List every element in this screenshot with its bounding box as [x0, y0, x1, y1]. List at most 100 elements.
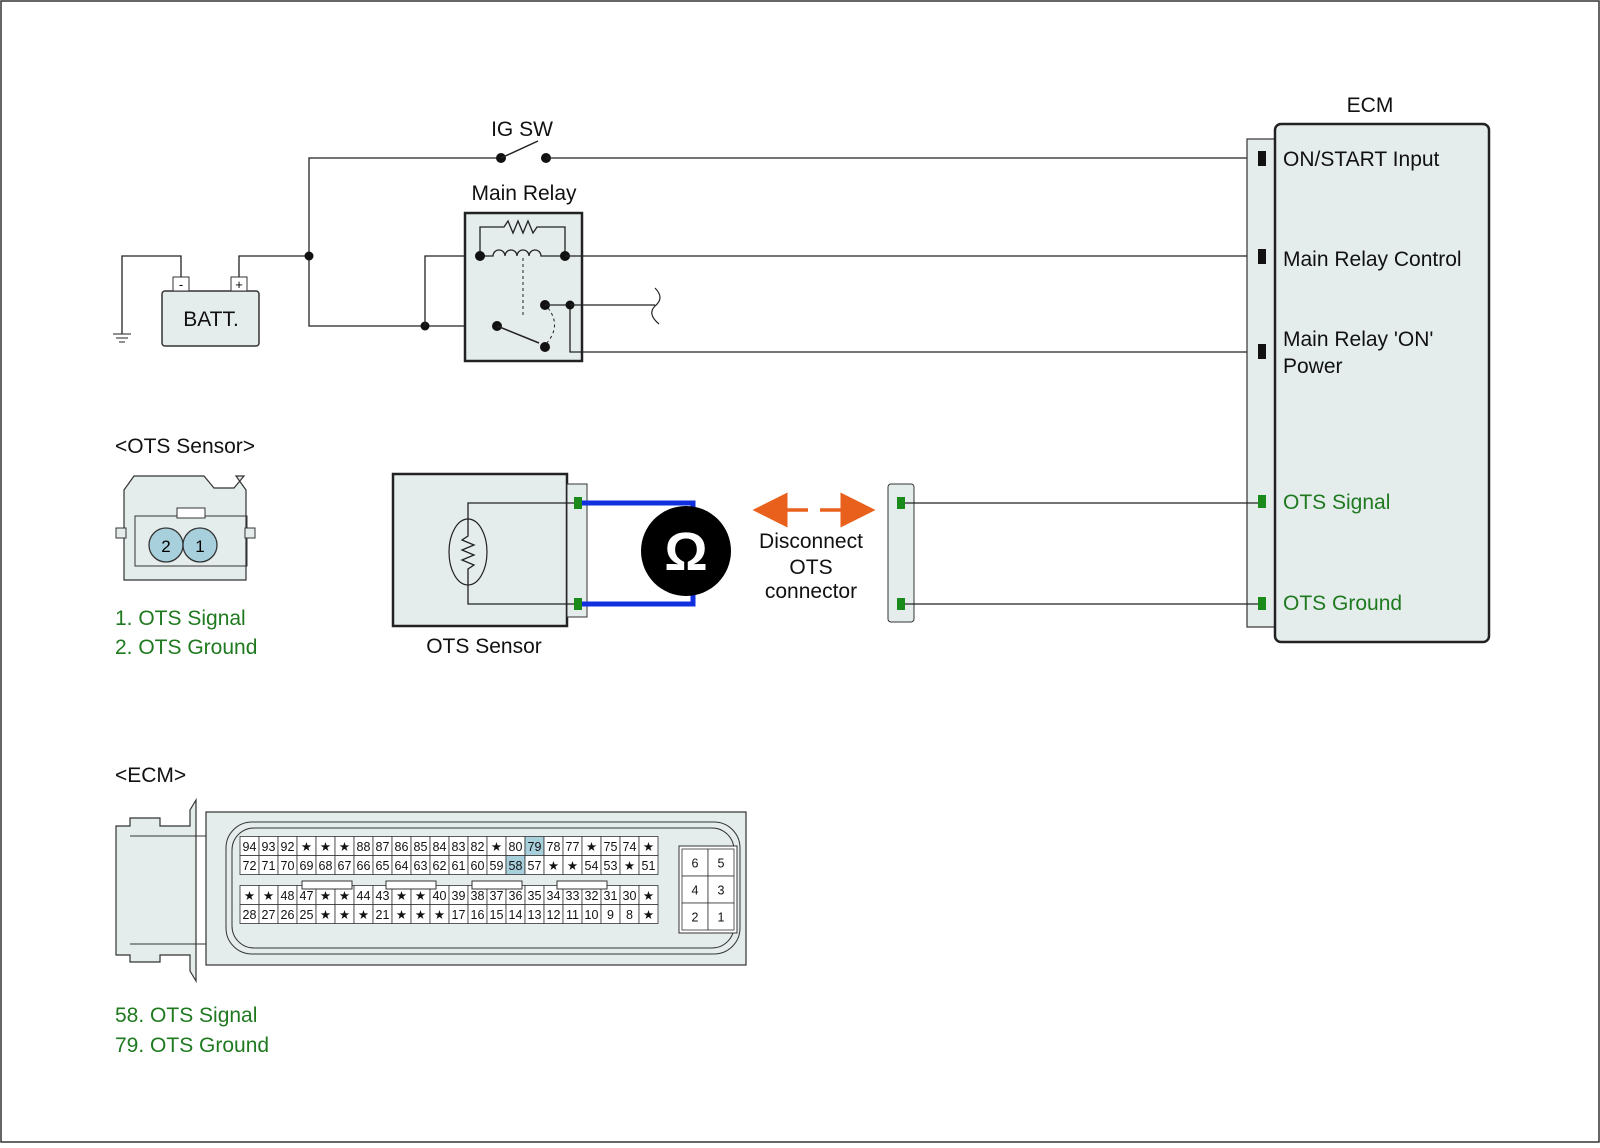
ecm-pin-label: ★	[643, 908, 654, 922]
ecm-title: ECM	[1347, 94, 1394, 117]
disconnect-text-line1: Disconnect	[759, 530, 863, 553]
wire-to-ig-sw	[308, 157, 500, 256]
ecm-pin-label: 10	[585, 908, 599, 922]
ots-pin-2: 2	[161, 537, 170, 556]
ecm-pin-label: 83	[452, 840, 466, 854]
ecm-pin-label: 28	[243, 908, 257, 922]
ots-legend-1: 1. OTS Signal	[115, 607, 246, 630]
harness-connector	[887, 483, 915, 623]
ecm-pin-label: 84	[433, 840, 447, 854]
ecm-pin-label: 85	[414, 840, 428, 854]
battery-positive-terminal: +	[235, 277, 243, 292]
ecm-pin-label: 80	[509, 840, 523, 854]
ground-symbol	[113, 255, 182, 343]
ecm-pin-label: 93	[262, 840, 276, 854]
ecm-pin-label: 64	[395, 859, 409, 873]
ecm-pin-label: 54	[585, 859, 599, 873]
ecm-pin-label: 15	[490, 908, 504, 922]
ecm-pin-label: 51	[642, 859, 656, 873]
disconnect-text-line2: OTS	[789, 556, 832, 579]
ecm-side-pin-label: 5	[718, 857, 725, 871]
probe-wire-ground	[582, 592, 696, 607]
ecm-pin-label: ★	[396, 908, 407, 922]
ecm-pin-label: ★	[263, 889, 274, 903]
ecm-connector-title: <ECM>	[115, 764, 186, 787]
battery: BATT. - +	[161, 276, 260, 347]
ecm-legend-1: 58. OTS Signal	[115, 1004, 257, 1027]
ecm-pin-label: ★	[320, 840, 331, 854]
ecm-pin-label: 36	[509, 889, 523, 903]
ecm-pin-label: ★	[548, 859, 559, 873]
battery-negative-terminal: -	[179, 277, 183, 292]
ecm-pin-label: 34	[547, 889, 561, 903]
ecm-pin-label: 68	[319, 859, 333, 873]
ecm-pin-label: 43	[376, 889, 390, 903]
ecm-pin-label: 40	[433, 889, 447, 903]
ecm-pin-label: 16	[471, 908, 485, 922]
ecm-pin-label: 12	[547, 908, 561, 922]
ecm-pin-label: ★	[244, 889, 255, 903]
ecm-pin-label: ★	[339, 908, 350, 922]
ecm-pin-label: 48	[281, 889, 295, 903]
wire-relay-coil-feed	[424, 255, 480, 326]
ecm-pin-label: 86	[395, 840, 409, 854]
ecm-pin-label: ★	[320, 908, 331, 922]
ecm-pin-label: ★	[491, 840, 502, 854]
ecm-pin-label: 60	[471, 859, 485, 873]
ecm-pin-label: 53	[604, 859, 618, 873]
ecm-pin-ots-signal: OTS Signal	[1283, 491, 1390, 514]
ecm-pin-label: 14	[509, 908, 523, 922]
ecm-pin-label: ★	[643, 889, 654, 903]
ecm-pin-terminal	[1258, 495, 1266, 508]
ecm-pin-label: 87	[376, 840, 390, 854]
ecm-pin-label: ★	[339, 889, 350, 903]
ecm-pin-label: 21	[376, 908, 390, 922]
ecm-pin-label: ★	[624, 859, 635, 873]
ecm-pin-label: 13	[528, 908, 542, 922]
ecm-pin-label: 33	[566, 889, 580, 903]
ecm-pin-label: 38	[471, 889, 485, 903]
ecm-side-pin-label: 3	[718, 884, 725, 898]
ecm-pin-label: 66	[357, 859, 371, 873]
ots-sensor-label: OTS Sensor	[426, 635, 542, 658]
ecm-pin-label: 17	[452, 908, 466, 922]
main-relay-label: Main Relay	[471, 182, 577, 205]
ecm-pin-label: ★	[643, 840, 654, 854]
ecm-pin-label: ★	[567, 859, 578, 873]
ecm-pin-label: 75	[604, 840, 618, 854]
ecm-pin-label: 88	[357, 840, 371, 854]
ots-legend-2: 2. OTS Ground	[115, 636, 257, 659]
ecm-side-pin-cell	[681, 848, 709, 877]
ecm-pin-label: 72	[243, 859, 257, 873]
ots-connector-face: 2 1	[115, 475, 256, 581]
ecm-pin-label: 77	[566, 840, 580, 854]
ecm-pin-relay-control: Main Relay Control	[1283, 248, 1462, 271]
ecm-pin-label: ★	[415, 908, 426, 922]
ecm-side-pin-cell	[681, 875, 709, 904]
junction-dot	[304, 251, 314, 261]
ecm-pin-label: ★	[415, 889, 426, 903]
ecm-side-pin-cell	[707, 875, 735, 904]
battery-label: BATT.	[183, 308, 239, 331]
ecm-pin-label: 62	[433, 859, 447, 873]
ecm-side-pin-label: 6	[692, 857, 699, 871]
ots-sensor-block: OTS Sensor	[391, 472, 588, 658]
wire-relay-on-power	[545, 304, 1260, 353]
ig-sw-label: IG SW	[491, 118, 553, 141]
ecm-pin-label: 61	[452, 859, 466, 873]
wire-batt-positive	[238, 255, 309, 277]
main-relay: Main Relay	[463, 182, 584, 363]
ecm-block: ECM ON/START Input Main Relay Control Ma…	[1246, 94, 1491, 644]
ohm-symbol: Ω	[664, 522, 707, 582]
ecm-side-pin-label: 1	[718, 911, 725, 925]
ecm-pin-terminal	[1258, 597, 1266, 610]
ecm-pin-label: 26	[281, 908, 295, 922]
ecm-pin-label: ★	[586, 840, 597, 854]
ecm-side-pin-cell	[707, 902, 735, 931]
ecm-pin-cell	[638, 855, 659, 875]
ecm-pin-label: 32	[585, 889, 599, 903]
ecm-pin-label: ★	[396, 889, 407, 903]
